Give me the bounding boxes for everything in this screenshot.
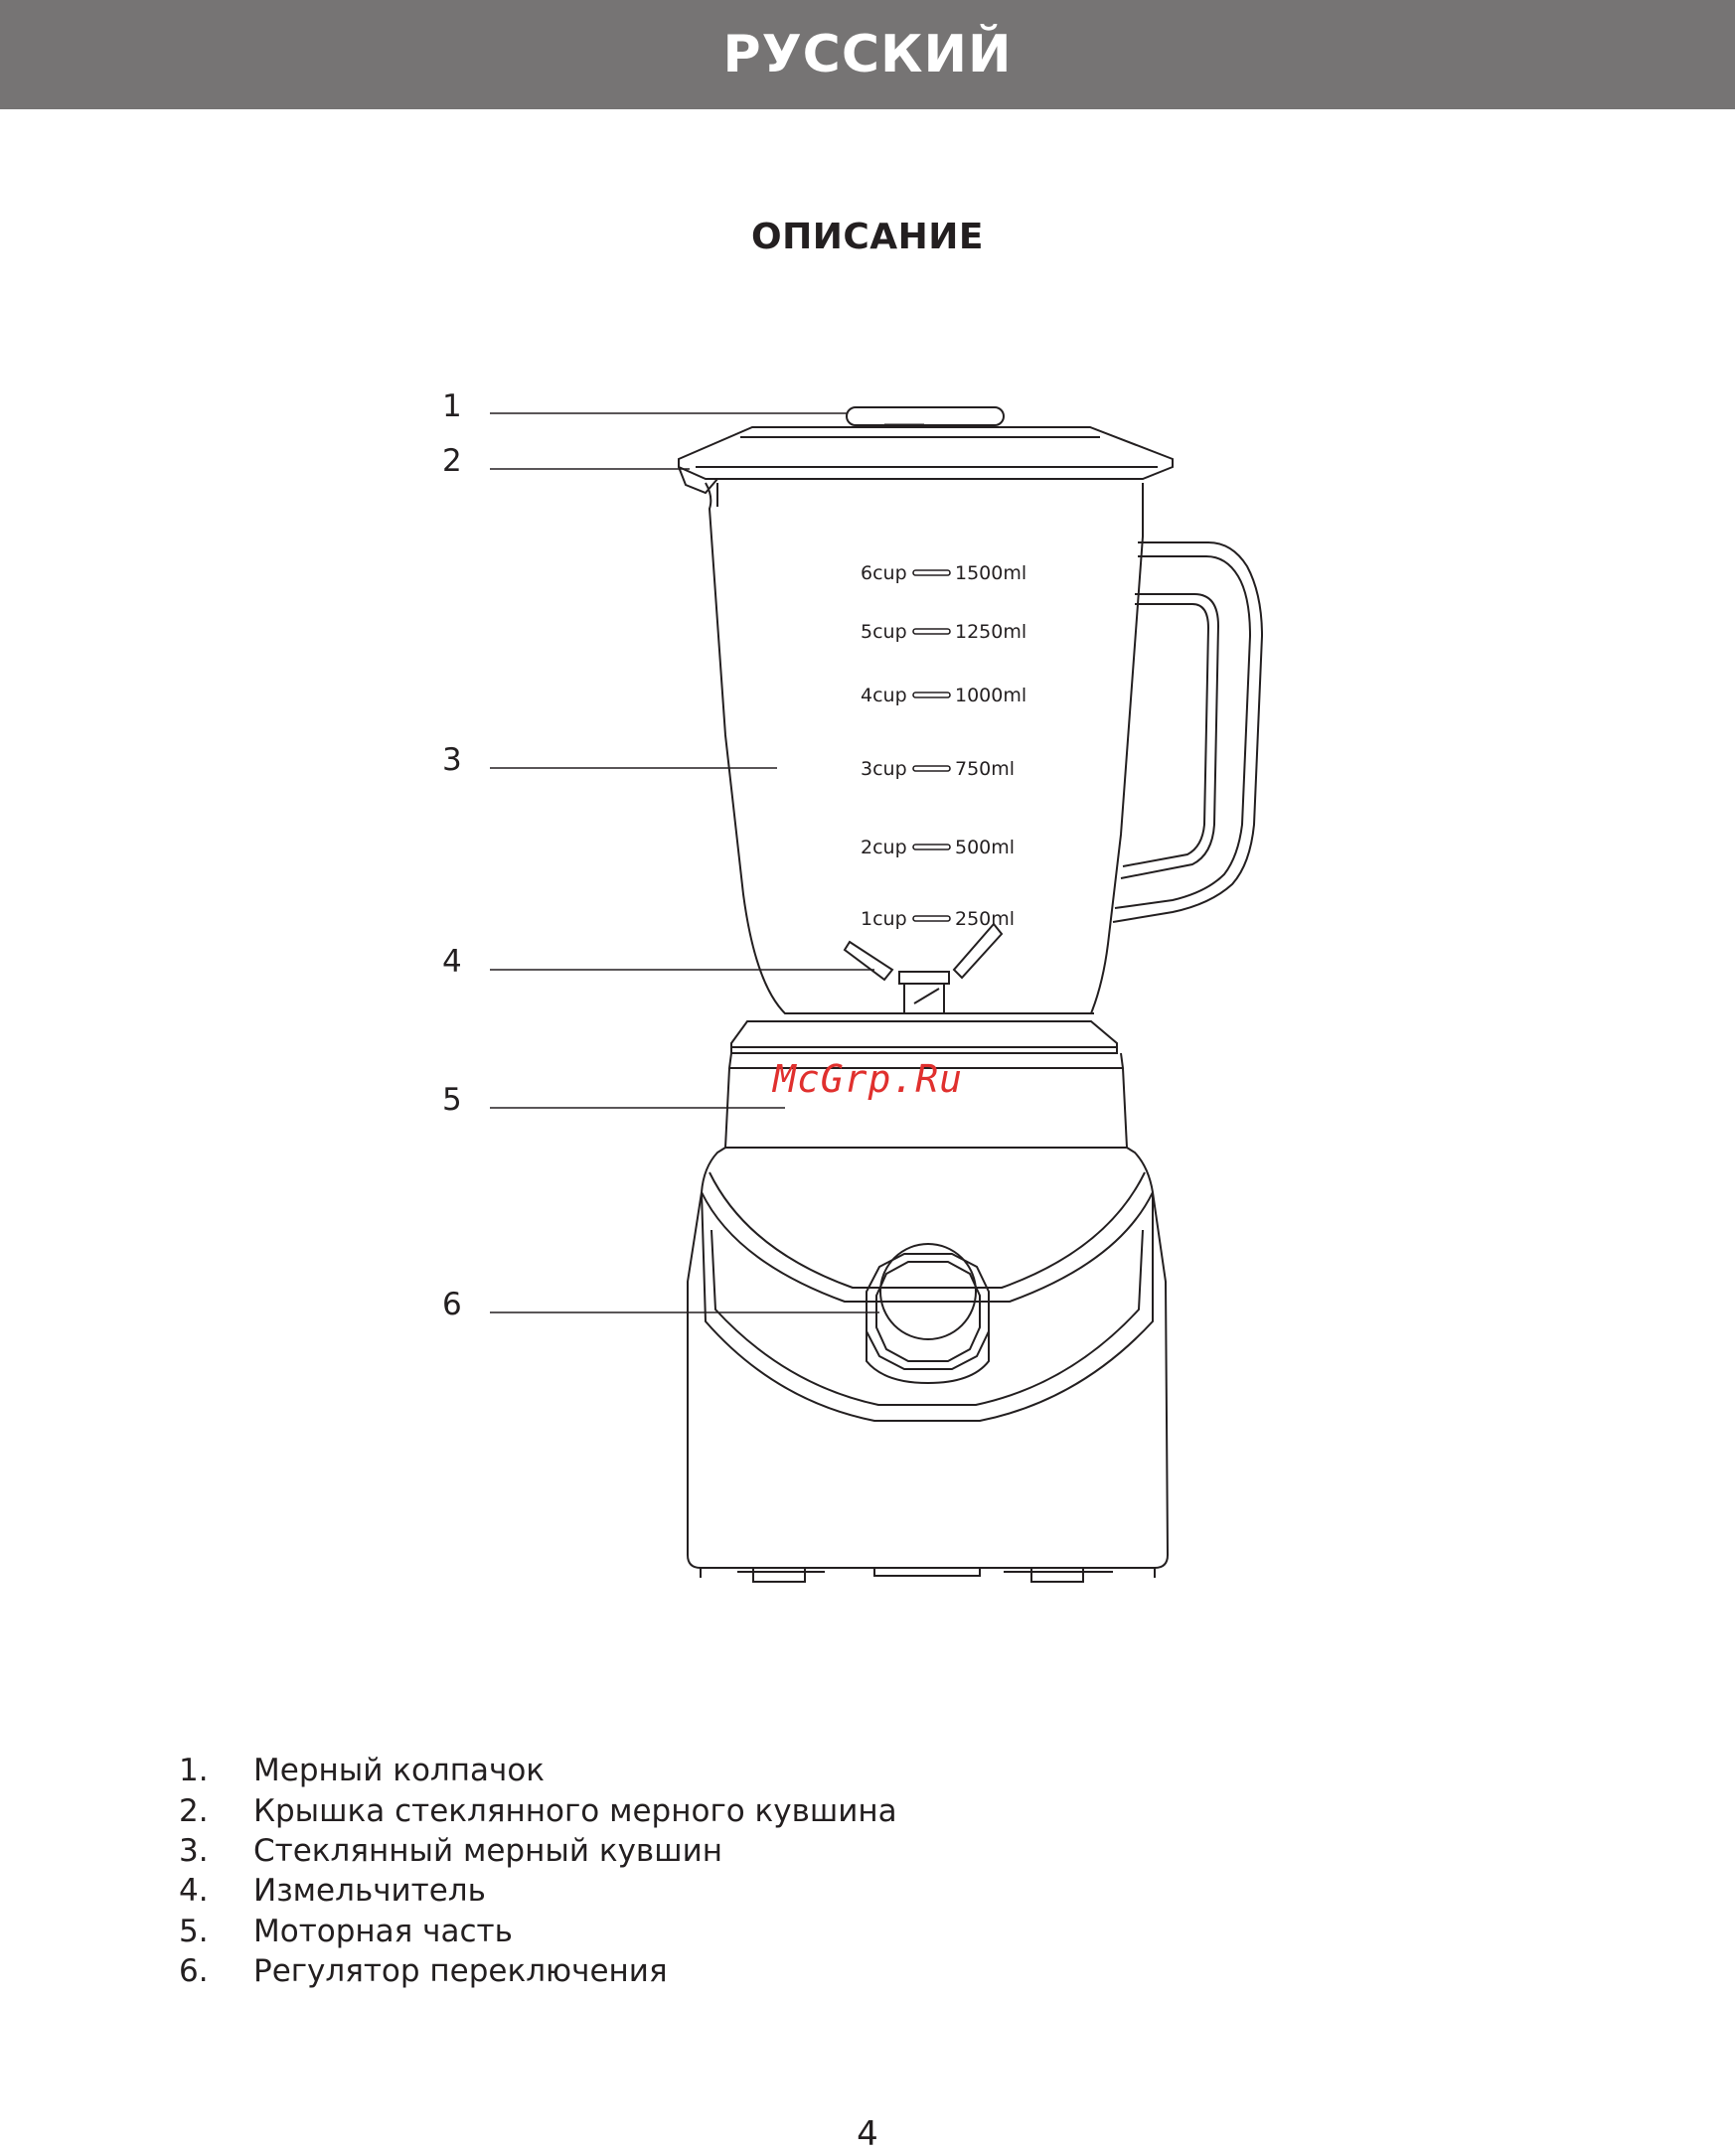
list-item: 2.Крышка стеклянного мерного кувшина [179,1790,1471,1830]
scale-cup-2: 2cup [861,837,907,858]
blade-assembly [845,924,1002,1013]
scale-ml-5: 1250ml [955,621,1026,643]
list-item-number: 3. [179,1833,253,1869]
list-item-number: 4. [179,1873,253,1909]
list-item-label: Измельчитель [253,1873,486,1909]
callout-number-2: 2 [442,443,482,479]
list-item-label: Стеклянный мерный кувшин [253,1833,722,1869]
callout-number-6: 6 [442,1287,482,1322]
jug-base-collar [731,1021,1117,1053]
callout-number-1: 1 [442,388,482,424]
scale-ml-3: 750ml [955,758,1015,780]
scale-cup-3: 3cup [861,758,907,780]
list-item-number: 5. [179,1914,253,1949]
jug-scale-labels: 6cup 1500ml 5cup 1250ml 4cup 1000ml 3cup… [861,562,1026,930]
list-item-number: 1. [179,1753,253,1788]
callout-number-4: 4 [442,944,482,980]
measuring-cap [847,407,1004,425]
scale-ml-2: 500ml [955,837,1015,858]
list-item: 6.Регулятор переключения [179,1951,1471,1991]
callout-lines [490,413,879,1312]
speed-knob [867,1244,989,1383]
list-item-number: 6. [179,1953,253,1989]
list-item-number: 2. [179,1793,253,1829]
watermark-text: McGrp.Ru [773,1057,963,1101]
scale-ml-4: 1000ml [955,685,1026,706]
callout-number-3: 3 [442,742,482,778]
list-item: 3.Стеклянный мерный кувшин [179,1831,1471,1871]
scale-cup-6: 6cup [861,562,907,584]
jug-scale-ticks [913,570,950,921]
scale-ml-6: 1500ml [955,562,1026,584]
list-item-label: Регулятор переключения [253,1953,668,1989]
list-item: 4.Измельчитель [179,1871,1471,1911]
callout-number-5: 5 [442,1082,482,1118]
scale-cup-4: 4cup [861,685,907,706]
jug-lid [679,427,1173,493]
list-item-label: Моторная часть [253,1914,513,1949]
list-item-label: Мерный колпачок [253,1753,545,1788]
list-item-label: Крышка стеклянного мерного кувшина [253,1793,897,1829]
jug-handle [1113,542,1262,922]
scale-cup-1: 1cup [861,908,907,930]
page-number: 4 [0,2114,1735,2154]
scale-cup-5: 5cup [861,621,907,643]
motor-base [688,1053,1168,1582]
parts-list: 1.Мерный колпачок 2.Крышка стеклянного м… [179,1751,1471,1991]
list-item: 5.Моторная часть [179,1912,1471,1951]
glass-jug [706,483,1143,1013]
list-item: 1.Мерный колпачок [179,1751,1471,1790]
scale-ml-1: 250ml [955,908,1015,930]
